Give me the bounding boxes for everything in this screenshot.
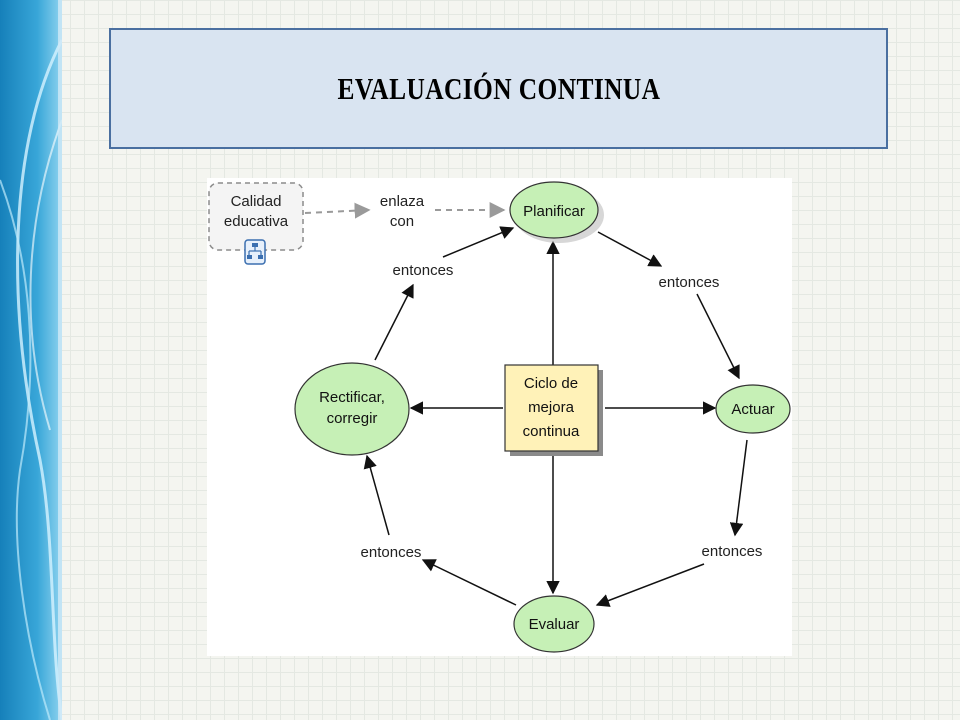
title-banner: EVALUACIÓN CONTINUA (109, 28, 888, 149)
label-entonces-bottom-right: entonces (702, 543, 763, 560)
label-enlaza-line2: con (390, 213, 414, 230)
node-calidad-line2: educativa (224, 213, 289, 230)
node-evaluar-label: Evaluar (529, 616, 580, 633)
node-ciclo-line1: Ciclo de (524, 375, 578, 392)
node-planificar-label: Planificar (523, 203, 585, 220)
link-entonces-evaluar (595, 563, 705, 607)
node-ciclo-line3: continua (523, 423, 580, 440)
hierarchy-icon[interactable] (244, 239, 266, 265)
node-rectificar-line2: corregir (327, 410, 378, 427)
node-actuar[interactable]: Actuar (715, 384, 791, 434)
label-enlaza-line1: enlaza (380, 193, 425, 210)
label-entonces-top-left: entonces (393, 262, 454, 279)
link-actuar-entonces (729, 439, 748, 537)
page-title: EVALUACIÓN CONTINUA (336, 70, 661, 106)
node-ciclo-line2: mejora (528, 399, 575, 416)
label-entonces-bottom-left: entonces (361, 544, 422, 561)
link-entonces-rectificar (363, 454, 390, 536)
node-calidad-line1: Calidad (231, 193, 282, 210)
node-rectificar-line1: Rectificar, (319, 389, 385, 406)
label-entonces-top-right: entonces (659, 274, 720, 291)
node-rectificar[interactable]: Rectificar, corregir (294, 362, 410, 456)
node-ciclo-mejora[interactable]: Ciclo de mejora continua (504, 364, 603, 456)
link-entonces-planificar (442, 226, 515, 258)
link-planificar-entonces (597, 231, 663, 267)
node-evaluar[interactable]: Evaluar (513, 595, 595, 653)
link-rectificar-entonces (374, 283, 414, 361)
link-evaluar-entonces (421, 559, 517, 606)
link-entonces-actuar (696, 293, 740, 380)
node-planificar[interactable]: Planificar (509, 181, 604, 243)
concept-map: Calidad educativa enlaza con Planificar … (207, 178, 792, 656)
dashed-link-calidad-enlaza (304, 202, 371, 219)
left-decorative-band (0, 0, 62, 720)
node-actuar-label: Actuar (731, 401, 774, 418)
